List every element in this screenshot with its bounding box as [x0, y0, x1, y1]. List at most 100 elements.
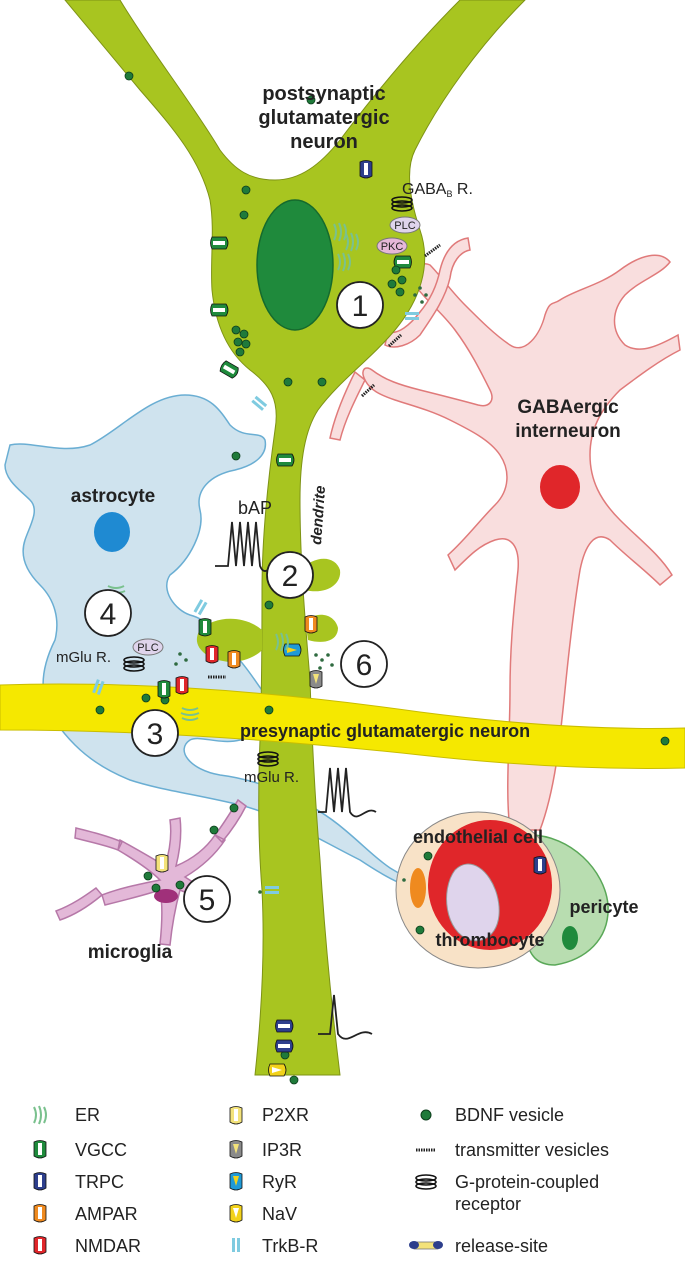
postsynaptic-label-line1: postsynaptic — [262, 83, 385, 105]
postsynaptic-neuron-cell — [64, 0, 526, 1076]
trkb-receptor — [193, 599, 208, 616]
pkc-enzyme — [376, 237, 408, 255]
legend-label-gpcr-line1: G-protein-coupled — [455, 1172, 599, 1192]
vgcc-channel — [218, 359, 241, 380]
legend-label-vgcc: VGCC — [75, 1140, 127, 1160]
trpc-channel — [275, 1019, 294, 1033]
microglia-label: microglia — [88, 942, 173, 963]
astrocyte-nucleus — [94, 512, 130, 552]
legend-trpc-icon — [33, 1172, 47, 1191]
plc-label-2: PLC — [137, 642, 158, 654]
ap-trace-3 — [318, 994, 373, 1040]
ip3r-channel — [309, 670, 323, 689]
legend-label-ampar: AMPAR — [75, 1204, 138, 1224]
postsynaptic-nucleus — [256, 199, 334, 331]
legend-label-ryr: RyR — [262, 1172, 297, 1192]
plc-enzyme — [389, 216, 421, 234]
nav-channel — [268, 1063, 287, 1077]
ampar-channel — [304, 615, 318, 634]
endothelial-nucleus — [410, 868, 426, 908]
legend-bdnf-icon — [420, 1109, 432, 1121]
vgcc-channel — [276, 453, 295, 467]
bap-label: bAP — [238, 498, 272, 518]
legend-er-icon — [33, 1105, 47, 1125]
pericyte-nucleus — [562, 926, 578, 950]
plc-enzyme — [132, 638, 164, 656]
legend-nav-icon — [229, 1204, 243, 1223]
nmdar-channel — [205, 645, 219, 664]
thrombocyte — [446, 863, 500, 942]
postsynaptic-label-line2: glutamatergic — [258, 107, 389, 129]
trpc-channel — [359, 160, 373, 179]
trkb-receptor — [251, 395, 268, 411]
legend-vgcc-icon — [33, 1140, 47, 1159]
step-marker-3: 3 — [131, 709, 179, 757]
vgcc-channel — [210, 303, 229, 317]
step-number: 1 — [352, 290, 369, 323]
mglu-receptor-label-2: mGlu R. — [244, 769, 299, 786]
step-number: 5 — [199, 884, 216, 917]
legend-nmdar-icon — [33, 1236, 47, 1255]
ampar-channel — [227, 650, 241, 669]
interneuron-process — [384, 237, 471, 348]
legend-label-trkb: TrkB-R — [262, 1236, 318, 1256]
presynaptic-label: presynaptic glutamatergic neuron — [240, 721, 530, 741]
ap-trace-2 — [318, 767, 377, 818]
legend-label-ip3r: IP3R — [262, 1140, 302, 1160]
legend-ampar-icon — [33, 1204, 47, 1223]
legend-release-site-icon — [409, 1241, 443, 1250]
dendrite-label: dendrite — [308, 485, 329, 545]
plc-label: PLC — [394, 220, 415, 232]
vgcc-channel — [198, 618, 212, 637]
endothelial-label: endothelial cell — [413, 827, 543, 847]
legend-label-nav: NaV — [262, 1204, 297, 1224]
legend-label-p2xr: P2XR — [262, 1105, 309, 1125]
legend-gpcr-icon — [415, 1174, 437, 1190]
release-dots — [174, 286, 428, 894]
pkc-label: PKC — [381, 241, 404, 253]
gabaergic-label-line2: interneuron — [515, 421, 621, 442]
legend-label-transmitter: transmitter vesicles — [455, 1140, 609, 1160]
vgcc-channel — [210, 236, 229, 250]
legend: ER VGCC TRPC AMPAR NMDAR P2XR IP3R RyR N… — [33, 1105, 609, 1256]
interneuron-nucleus — [540, 465, 580, 509]
step-number: 6 — [356, 649, 373, 682]
legend-label-bdnf: BDNF vesicle — [455, 1105, 564, 1125]
legend-ip3r-icon — [229, 1140, 243, 1159]
gabaergic-label-line1: GABAergic — [517, 397, 619, 418]
thrombocyte-label: thrombocyte — [435, 930, 544, 950]
presynaptic-neuron-axon — [0, 683, 685, 769]
step-marker-4: 4 — [84, 589, 132, 637]
step-marker-5: 5 — [183, 875, 231, 923]
gabab-receptor-label: GABAB R. — [402, 181, 473, 199]
pericyte-label: pericyte — [569, 897, 638, 917]
legend-label-er: ER — [75, 1105, 100, 1125]
legend-ryr-icon — [229, 1172, 243, 1191]
bdnf-cluster — [95, 71, 670, 1085]
trpc-channel — [275, 1039, 294, 1053]
step-number: 2 — [282, 560, 299, 593]
p2xr-channel — [155, 854, 169, 873]
legend-trkb-icon — [232, 1238, 240, 1252]
postsynaptic-label-line3: neuron — [290, 131, 358, 153]
trpc-channel — [533, 856, 547, 875]
step-marker-1: 1 — [336, 281, 384, 329]
mglu-receptor-label: mGlu R. — [56, 649, 111, 666]
step-marker-2: 2 — [266, 551, 314, 599]
step-number: 4 — [100, 598, 117, 631]
step-marker-6: 6 — [340, 640, 388, 688]
legend-label-gpcr-line2: receptor — [455, 1194, 521, 1214]
microglia-nucleus — [154, 889, 178, 903]
step-number: 3 — [147, 718, 164, 751]
microglia-cell — [54, 798, 247, 946]
legend-label-nmdar: NMDAR — [75, 1236, 141, 1256]
astrocyte-label: astrocyte — [71, 486, 156, 507]
nmdar-channel — [175, 676, 189, 695]
legend-label-release-site: release-site — [455, 1236, 548, 1256]
legend-p2xr-icon — [229, 1106, 243, 1125]
transmitter-vesicles — [208, 243, 441, 679]
gabaergic-interneuron-cell — [329, 254, 681, 831]
legend-label-trpc: TRPC — [75, 1172, 124, 1192]
